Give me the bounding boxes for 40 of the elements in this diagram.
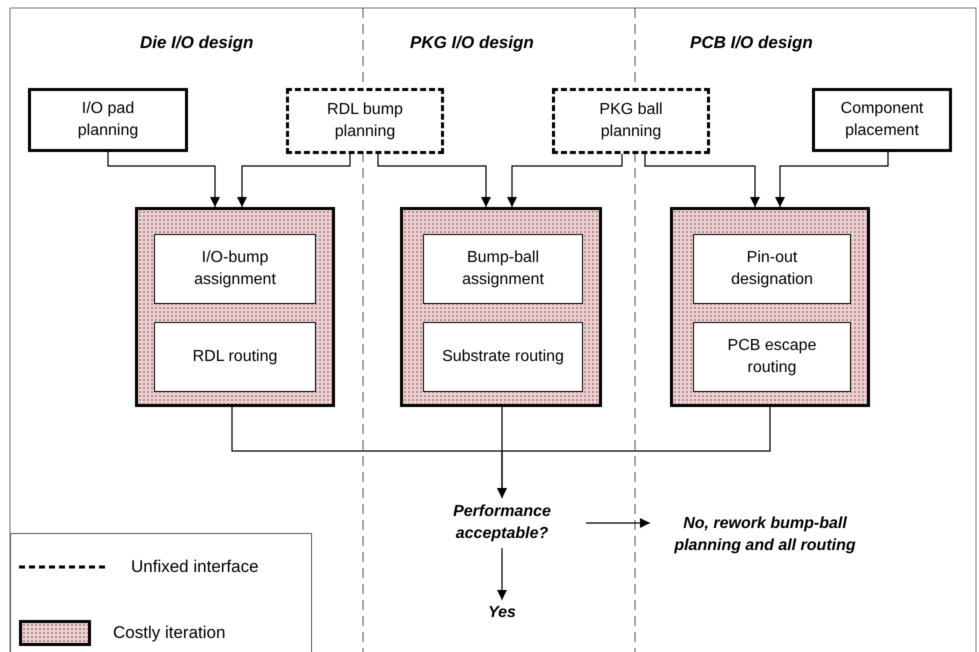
decision-label: No, rework bump-ball planning and all routing (673, 514, 857, 556)
costly-iteration-box (400, 207, 602, 407)
process-box (693, 234, 851, 304)
process-box (812, 88, 952, 152)
process-box (286, 88, 444, 154)
box-label: I/O pad planning (76, 99, 140, 141)
arrow (377, 154, 491, 207)
arrow (644, 154, 760, 207)
arrow (775, 152, 889, 207)
decision-label: Performance acceptable? (452, 502, 552, 544)
process-box (552, 88, 710, 154)
box-label: I/O-bump assignment (193, 248, 277, 290)
process-box (693, 322, 851, 392)
box-label: Component placement (840, 99, 924, 141)
box-label: PCB escape routing (726, 336, 818, 378)
arrow (497, 407, 771, 498)
box-label: Pin-out designation (730, 248, 814, 290)
process-box (28, 88, 188, 152)
column-heading: PKG I/O design (410, 32, 534, 54)
legend-text: Costly iteration (113, 622, 226, 644)
process-box (423, 322, 583, 392)
arrow (507, 154, 623, 207)
arrow (237, 154, 351, 207)
legend-text: Unfixed interface (131, 556, 259, 578)
box-label: RDL routing (192, 347, 278, 367)
costly-iteration-box (670, 207, 870, 407)
process-box (154, 322, 316, 392)
process-box (423, 234, 583, 304)
box-label: Bump-ball assignment (461, 248, 545, 290)
column-heading: Die I/O design (140, 32, 254, 54)
box-label: Substrate routing (441, 347, 565, 367)
arrow (586, 518, 650, 528)
decision-label: Yes (488, 603, 516, 623)
arrow (497, 548, 507, 600)
box-label: PKG ball planning (598, 100, 664, 142)
arrow (107, 152, 220, 207)
costly-iteration-box (135, 207, 335, 407)
process-box (154, 234, 316, 304)
box-label: RDL bump planning (326, 100, 404, 142)
column-heading: PCB I/O design (690, 32, 813, 54)
